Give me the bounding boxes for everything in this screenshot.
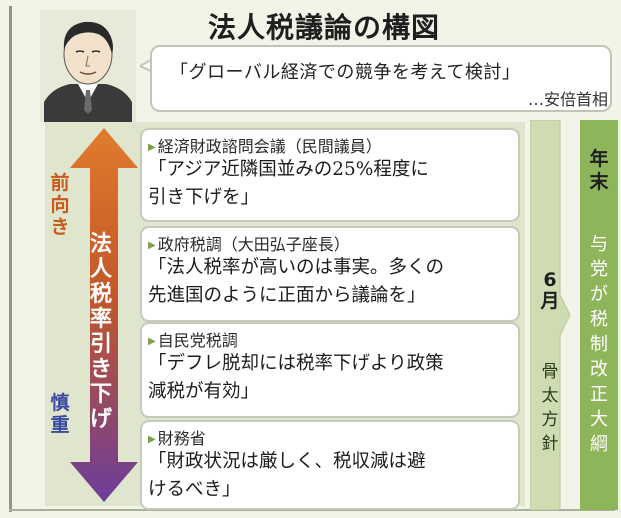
- card-line: 「法人税率が高いのは事実。多くの: [148, 257, 445, 278]
- quote-text: 「グローバル経済での競争を考えて検討」: [170, 62, 521, 83]
- year-end-heading: 年 末: [580, 148, 618, 194]
- june-body-char: 方: [541, 410, 559, 430]
- card-line: 先進国のように正面から議論を」: [148, 285, 426, 306]
- year-end-body-char: 党: [590, 259, 608, 280]
- bullet-triangle-icon: ▶: [148, 434, 156, 445]
- label-tax-cut-char: 引: [90, 332, 113, 357]
- left-rule: [9, 6, 12, 512]
- year-end-body-char: 改: [590, 359, 608, 380]
- timeline-year-end: 年 末 与 党 が 税 制 改 正 大 綱: [580, 120, 618, 510]
- label-cautious: 慎 重: [49, 392, 71, 436]
- june-heading-char: 月: [540, 290, 560, 312]
- june-body-char: 針: [541, 434, 559, 454]
- label-cautious-char: 重: [50, 414, 70, 436]
- year-end-body: 与 党 が 税 制 改 正 大 綱: [580, 232, 618, 457]
- year-end-body-char: 綱: [590, 434, 608, 455]
- card-line: 「財政状況は厳しく、税収減は避: [148, 451, 426, 472]
- year-end-body-char: 制: [590, 334, 608, 355]
- label-tax-cut-char: げ: [90, 407, 113, 432]
- card-ldp-tax-panel: ▶自民党税調 「デフレ脱却には税率下げより政策 減税が有効」: [140, 322, 520, 418]
- year-end-body-char: 正: [590, 384, 608, 405]
- label-tax-cut-char: 税: [90, 282, 113, 307]
- label-tax-cut-char: 率: [90, 307, 113, 332]
- june-heading: 6 月: [530, 270, 570, 312]
- timeline-june: 6 月 骨 太 方 針: [530, 120, 570, 510]
- card-finance-ministry: ▶財務省 「財政状況は厳しく、税収減は避 けるべき」: [140, 420, 520, 510]
- june-body-char: 太: [541, 386, 559, 406]
- prime-minister-portrait: [40, 10, 136, 122]
- bottom-rule: [9, 509, 615, 511]
- label-tax-cut-char: き: [90, 357, 113, 382]
- label-forward-char: 向: [50, 194, 70, 216]
- card-government-tax-panel: ▶政府税調（大田弘子座長） 「法人税率が高いのは事実。多くの 先進国のように正面…: [140, 226, 520, 322]
- label-tax-cut-char: 人: [90, 257, 113, 282]
- diagram-title: 法人税議論の構図: [208, 11, 441, 44]
- card-quote: 「デフレ脱却には税率下げより政策 減税が有効」: [148, 350, 510, 406]
- card-line: けるべき」: [148, 479, 241, 500]
- june-heading-char: 6: [543, 269, 557, 291]
- card-quote: 「財政状況は厳しく、税収減は避 けるべき」: [148, 448, 510, 504]
- card-quote: 「法人税率が高いのは事実。多くの 先進国のように正面から議論を」: [148, 254, 510, 310]
- year-end-body-char: 与: [590, 234, 608, 255]
- year-end-block: [580, 120, 618, 510]
- label-tax-cut: 法 人 税 率 引 き 下 げ: [90, 232, 112, 432]
- label-forward-char: 前: [50, 172, 70, 194]
- card-economic-council: ▶経済財政諮問会議（民間議員） 「アジア近隣国並みの25%程度に 引き下げを」: [140, 128, 520, 222]
- year-end-body-char: が: [590, 284, 608, 305]
- june-body: 骨 太 方 針: [530, 360, 570, 456]
- label-forward: 前 向 き: [49, 172, 71, 238]
- card-title: 政府税調（大田弘子座長）: [157, 235, 350, 254]
- june-chevron: [530, 120, 570, 510]
- card-quote: 「アジア近隣国並みの25%程度に 引き下げを」: [148, 156, 510, 212]
- double-arrow: [70, 128, 138, 502]
- year-end-body-char: 大: [590, 409, 608, 430]
- label-cautious-char: 慎: [50, 392, 70, 414]
- year-end-heading-char: 末: [589, 171, 609, 193]
- card-title: 経済財政諮問会議（民間議員）: [157, 137, 382, 156]
- bullet-triangle-icon: ▶: [148, 336, 156, 347]
- speech-bubble: [150, 45, 612, 112]
- label-tax-cut-char: 法: [90, 232, 113, 257]
- card-line: 「デフレ脱却には税率下げより政策: [148, 353, 444, 374]
- bullet-triangle-icon: ▶: [148, 240, 156, 251]
- card-title: 自民党税調: [157, 331, 238, 350]
- card-line: 減税が有効」: [148, 381, 260, 402]
- quote-attribution: …安倍首相: [527, 90, 608, 109]
- card-line: 「アジア近隣国並みの25%程度に: [148, 159, 429, 180]
- year-end-body-char: 税: [590, 309, 608, 330]
- card-line: 引き下げを」: [148, 187, 260, 208]
- label-tax-cut-char: 下: [90, 382, 113, 407]
- june-body-char: 骨: [541, 362, 559, 382]
- bullet-triangle-icon: ▶: [148, 142, 156, 153]
- year-end-heading-char: 年: [589, 148, 609, 170]
- card-title: 財務省: [157, 429, 206, 448]
- label-forward-char: き: [50, 216, 70, 238]
